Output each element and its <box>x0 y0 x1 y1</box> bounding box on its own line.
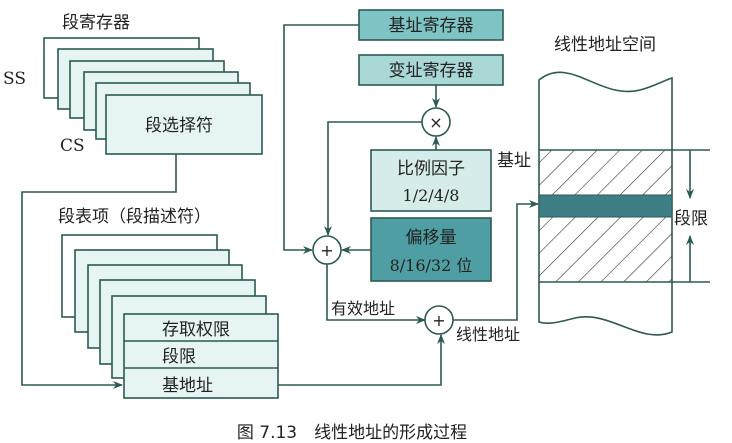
segment-selector-label: 段选择符 <box>145 116 213 136</box>
selector-to-descriptor-arrow <box>21 154 177 389</box>
index-register-box <box>358 54 504 86</box>
scale-factor-label: 比例因子 <box>397 159 465 179</box>
base-register-arrow <box>283 24 359 254</box>
scale-factor-values: 1/2/4/8 <box>403 186 460 205</box>
scale-factor-box <box>370 149 492 212</box>
cs-label: CS <box>60 136 85 156</box>
linear-address-label: 线性地址 <box>456 325 520 344</box>
base-address-field: 基地址 <box>162 376 213 396</box>
cs-register-box <box>105 94 263 155</box>
linear-space-title: 线性地址空间 <box>554 35 656 55</box>
limit-field: 段限 <box>162 347 196 367</box>
offset-label: 偏移量 <box>406 228 457 248</box>
plus-icon: + <box>320 241 333 260</box>
index-register-label: 变址寄存器 <box>389 61 474 81</box>
segment-registers: 段寄存器 SS CS 段选择符 <box>3 13 263 156</box>
plus-icon: + <box>432 311 445 330</box>
linear-address-arrow <box>453 200 539 321</box>
base-label: 基址 <box>497 151 531 171</box>
product-arrow <box>324 121 422 236</box>
base-to-adder-arrow <box>278 334 445 386</box>
access-rights-field: 存取权限 <box>162 320 230 340</box>
active-descriptor-box <box>123 313 279 399</box>
limit-label: 段限 <box>674 209 708 229</box>
offset-values: 8/16/32 位 <box>390 256 473 275</box>
effective-address-label: 有效地址 <box>331 299 395 318</box>
target-address-band <box>538 194 673 218</box>
offset-box <box>370 217 492 282</box>
figure-caption: 图 7.13 线性地址的形成过程 <box>237 423 467 443</box>
segment-hatch-top <box>539 150 672 195</box>
effective-address-arrow <box>326 264 426 324</box>
descriptor-title: 段表项（段描述符） <box>58 207 211 227</box>
base-register-label: 基址寄存器 <box>389 16 474 36</box>
segment-hatch-bottom <box>539 217 672 282</box>
ss-label: SS <box>3 69 26 89</box>
multiply-icon: × <box>429 113 442 132</box>
segment-descriptors: 段表项（段描述符） 存取权限 段限 基地址 <box>58 207 279 399</box>
segment-registers-title: 段寄存器 <box>62 13 130 33</box>
